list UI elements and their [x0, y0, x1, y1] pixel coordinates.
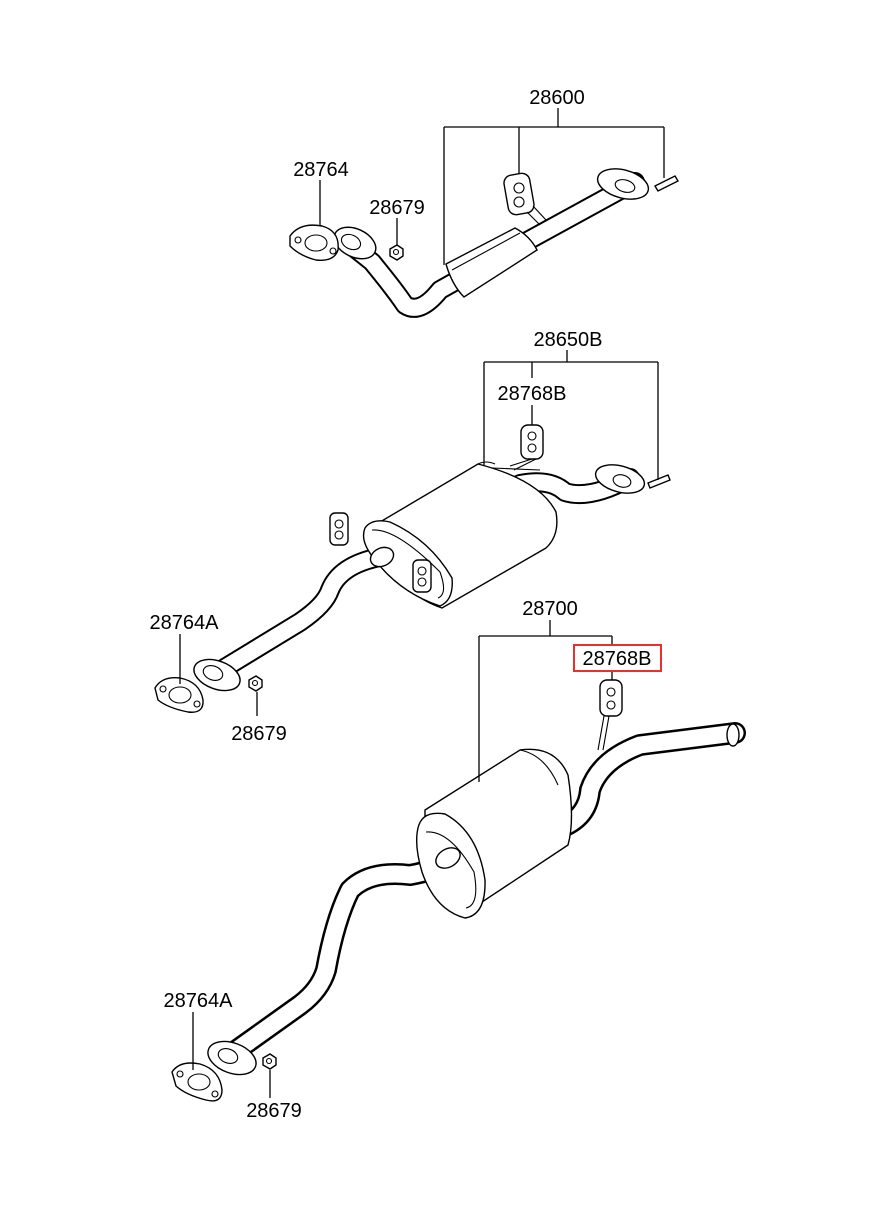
- gasket-28764A-center[interactable]: [154, 677, 204, 713]
- rear-leader-lines: [192, 620, 613, 1098]
- label-28768B-center[interactable]: 28768B: [498, 383, 567, 405]
- highlight-box: [573, 644, 662, 672]
- gasket-28764-front[interactable]: [289, 224, 339, 261]
- label-28764A-center[interactable]: 28764A: [150, 612, 220, 634]
- label-28764A-rear[interactable]: 28764A: [164, 990, 234, 1012]
- label-28700[interactable]: 28700: [522, 598, 578, 620]
- label-28679-front[interactable]: 28679: [369, 197, 425, 219]
- nut-28679-front[interactable]: [389, 244, 404, 261]
- label-28679-rear[interactable]: 28679: [246, 1100, 302, 1122]
- nut-28679-center[interactable]: [248, 675, 263, 692]
- front-pipe-assembly[interactable]: [329, 164, 679, 318]
- front-leader-lines: [319, 108, 665, 265]
- label-28679-center[interactable]: 28679: [231, 723, 287, 745]
- label-28764[interactable]: 28764: [293, 159, 349, 181]
- label-28768B-rear[interactable]: 28768B: [583, 648, 652, 670]
- center-muffler-assembly[interactable]: [190, 460, 671, 696]
- nut-28679-rear[interactable]: [262, 1053, 277, 1070]
- gasket-28764A-rear[interactable]: [171, 1062, 223, 1102]
- rear-muffler-assembly[interactable]: [203, 722, 746, 1081]
- hanger-28768B-center[interactable]: [509, 424, 544, 471]
- label-28650B[interactable]: 28650B: [534, 329, 603, 351]
- center-leader-lines: [179, 350, 659, 716]
- hanger-28768B-rear[interactable]: [597, 679, 623, 751]
- label-28600[interactable]: 28600: [529, 87, 585, 109]
